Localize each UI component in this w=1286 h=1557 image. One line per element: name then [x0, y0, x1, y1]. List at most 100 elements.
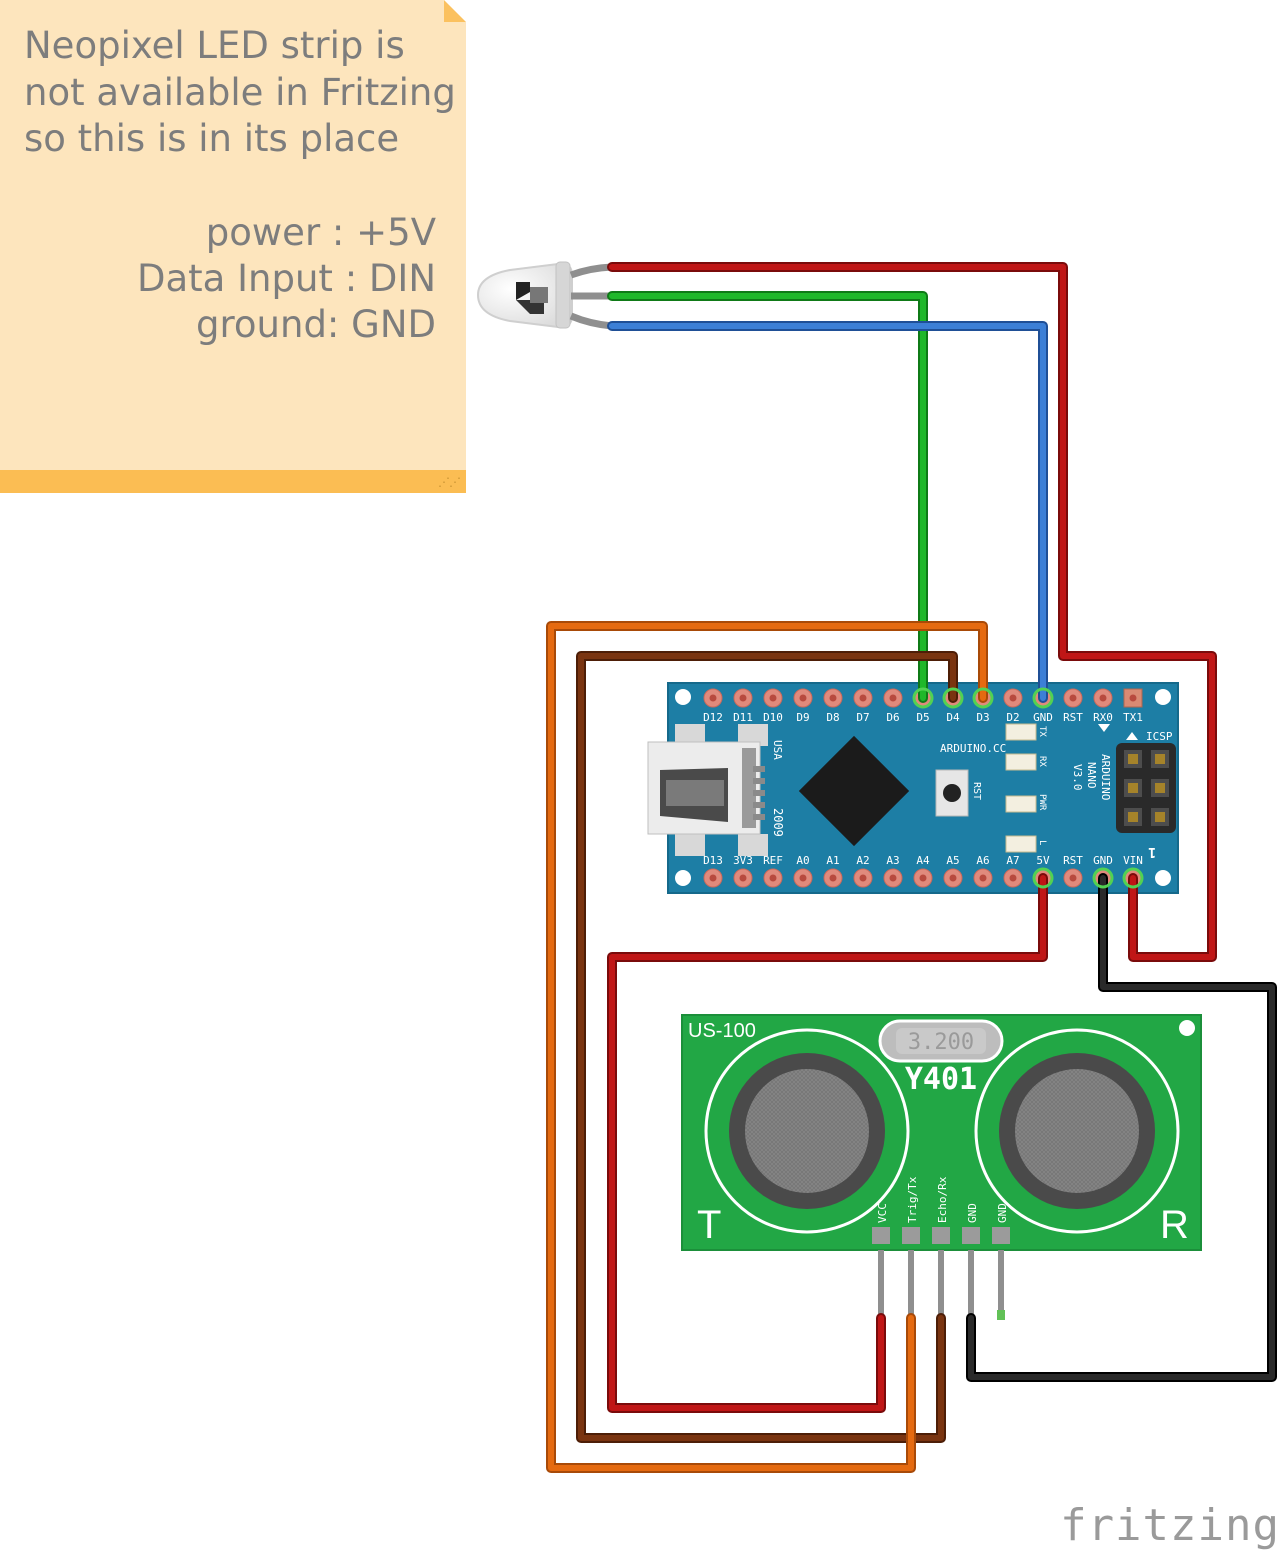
pin-label: D3 — [976, 711, 989, 724]
usb-connector — [647, 724, 768, 856]
board-model-line-3: V3.0 — [1071, 764, 1084, 791]
pin-label: A4 — [916, 854, 930, 867]
pin-label: D11 — [733, 711, 753, 724]
mounting-hole — [675, 689, 691, 705]
icsp-header — [1116, 743, 1176, 833]
mounting-hole — [675, 870, 691, 886]
pin-label: D10 — [763, 711, 783, 724]
note-resize-grip-icon[interactable]: ⋰⋰ — [438, 475, 461, 489]
pin-hole — [709, 874, 717, 882]
pin-label: A6 — [976, 854, 989, 867]
pin-label: VIN — [1123, 854, 1143, 867]
pin-hole — [799, 694, 807, 702]
led-label-pwr: PWR — [1037, 794, 1047, 811]
status-leds — [1005, 723, 1037, 853]
pin-hole — [859, 694, 867, 702]
usa-label: USA — [771, 740, 784, 760]
pin1-marker-down-icon — [1098, 724, 1110, 732]
pin-label: D9 — [796, 711, 809, 724]
pin-label: GND — [1033, 711, 1053, 724]
pin-hole — [829, 694, 837, 702]
note-line-ground: ground: GND — [196, 303, 436, 346]
year-label: 2009 — [771, 808, 785, 837]
pin-label: D4 — [946, 711, 960, 724]
note-line-1: Neopixel LED strip is — [24, 24, 405, 67]
board-model-line-1: ARDUINO — [1099, 754, 1112, 800]
pin-hole — [1009, 874, 1017, 882]
pin-label: A5 — [946, 854, 959, 867]
pin-label: GND — [1093, 854, 1113, 867]
connection-highlights — [912, 687, 1144, 889]
pin-label: 3V3 — [733, 854, 753, 867]
note-fold-corner — [444, 0, 466, 22]
rgb-led[interactable] — [476, 261, 613, 330]
icsp-label: ICSP — [1146, 730, 1173, 743]
icsp-pin1-label: 1 — [1148, 844, 1156, 859]
fritzing-logo: fritzing — [1060, 1500, 1280, 1551]
board-model-line-2: NANO — [1085, 762, 1098, 789]
pin-hole — [919, 874, 927, 882]
note-line-2: not available in Fritzing — [24, 71, 456, 114]
pin-label: D5 — [916, 711, 929, 724]
pin-label: D13 — [703, 854, 723, 867]
led-label-l: L — [1037, 840, 1047, 845]
wire-led-data-green[interactable] — [607, 291, 928, 703]
wires — [546, 262, 1277, 1473]
sensor-pin-label-trig: Trig/Tx — [906, 1176, 919, 1223]
board-brand-label: ARDUINO.CC — [940, 742, 1006, 755]
us100-ultrasonic-sensor[interactable]: US-100 3.200 Y401 T R VCC Trig/Tx Echo/R… — [681, 1014, 1202, 1320]
pin-label: D12 — [703, 711, 723, 724]
sensor-code-label: Y401 — [905, 1062, 977, 1097]
pin-hole — [799, 874, 807, 882]
pin-label: D6 — [886, 711, 899, 724]
pin-hole — [739, 874, 747, 882]
note-bottom-bar: ⋰⋰ — [0, 470, 466, 493]
led-label-tx: TX — [1037, 726, 1047, 737]
pin-label: TX1 — [1123, 711, 1143, 724]
receiver-label: R — [1160, 1203, 1189, 1247]
sticky-note[interactable]: Neopixel LED strip is not available in F… — [0, 0, 466, 493]
sensor-pin-label-gnd2: GND — [996, 1203, 1009, 1223]
pin-label: RST — [1063, 711, 1083, 724]
pin-label: D7 — [856, 711, 869, 724]
pin-label: REF — [763, 854, 783, 867]
pin-label: A0 — [796, 854, 809, 867]
pin-hole — [979, 874, 987, 882]
pin-hole — [889, 694, 897, 702]
pin-label: A2 — [856, 854, 869, 867]
pin-label: D2 — [1006, 711, 1019, 724]
note-line-data: Data Input : DIN — [137, 257, 436, 300]
pin-hole — [1069, 874, 1077, 882]
pin-label: D8 — [826, 711, 839, 724]
sensor-pin-label-gnd1: GND — [966, 1203, 979, 1223]
transmitter-transducer — [704, 1028, 910, 1234]
sensor-pin-label-echo: Echo/Rx — [936, 1176, 949, 1223]
mounting-hole — [1179, 1020, 1195, 1036]
pin-hole — [739, 694, 747, 702]
mounting-hole — [1155, 689, 1171, 705]
pin-hole — [769, 694, 777, 702]
pin-hole — [889, 874, 897, 882]
mounting-hole — [1155, 870, 1171, 886]
pin-hole — [829, 874, 837, 882]
pin-hole — [949, 874, 957, 882]
sensor-header-pins — [872, 1227, 1010, 1320]
reset-button[interactable] — [935, 769, 969, 817]
pin1-marker-up-icon — [1126, 732, 1138, 740]
pin-label: A1 — [826, 854, 839, 867]
sensor-pin-label-vcc: VCC — [876, 1203, 889, 1223]
pin-label: A7 — [1006, 854, 1019, 867]
pin-hole — [1009, 694, 1017, 702]
sensor-model-label: US-100 — [688, 1020, 756, 1042]
pin-label: RX0 — [1093, 711, 1113, 724]
pin-hole — [1099, 694, 1107, 702]
receiver-transducer — [974, 1028, 1180, 1234]
pin-hole — [1069, 694, 1077, 702]
reset-label: RST — [971, 782, 982, 800]
note-line-power: power : +5V — [205, 211, 436, 254]
pin-hole — [859, 874, 867, 882]
pin-label: 5V — [1036, 854, 1050, 867]
